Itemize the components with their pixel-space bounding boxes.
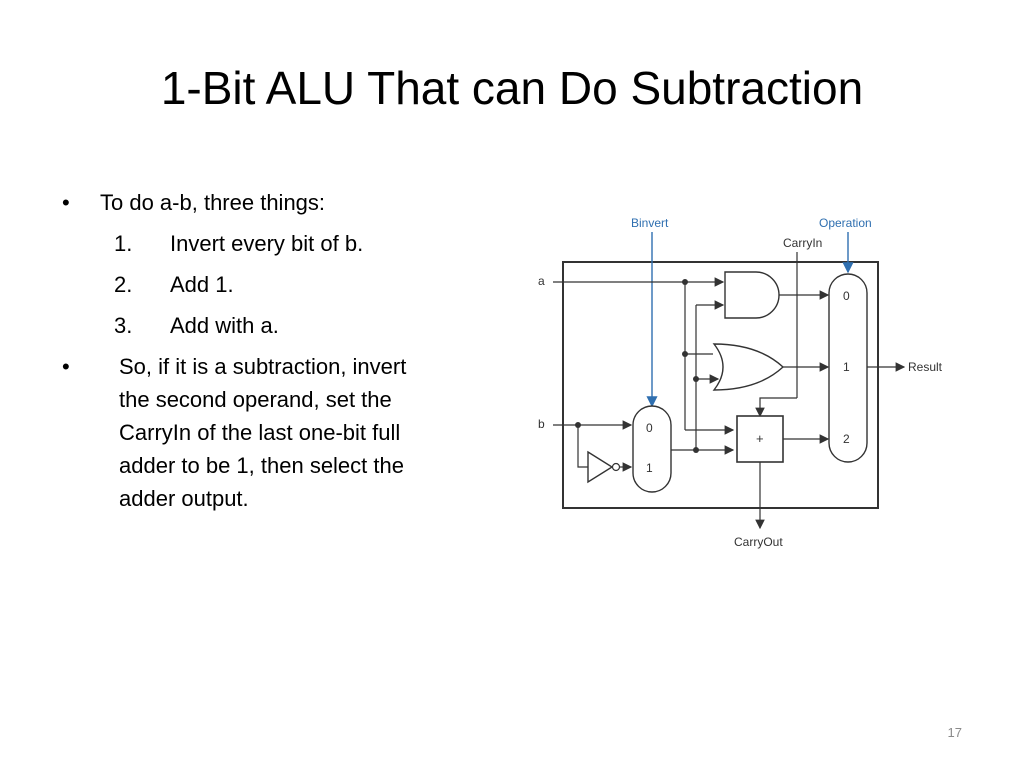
alu-diagram: Binvert Operation CarryIn CarryOut a b R… (528, 210, 958, 555)
operation-mux (828, 273, 868, 463)
operation-label: Operation (819, 216, 872, 230)
slide-title: 1-Bit ALU That can Do Subtraction (160, 62, 864, 114)
bullet-list: • To do a-b, three things: 1. Invert eve… (62, 186, 482, 515)
or-gate (712, 343, 785, 391)
input-a-label: a (538, 274, 545, 288)
carryin-label: CarryIn (783, 236, 822, 250)
alu-enclosure (562, 261, 879, 509)
mux-big-0: 0 (843, 289, 850, 303)
bullet-text: To do a-b, three things: (100, 190, 326, 215)
numbered-item: 2. Add 1. (62, 268, 482, 301)
bullet-item: • So, if it is a subtraction, invert the… (62, 350, 441, 515)
step-number: 3. (114, 313, 133, 338)
binvert-label: Binvert (631, 216, 669, 230)
numbered-item: 1. Invert every bit of b. (62, 227, 482, 260)
step-number: 1. (114, 231, 133, 256)
step-text: Invert every bit of b. (170, 231, 364, 256)
mux-small-0: 0 (646, 421, 653, 435)
carryout-label: CarryOut (734, 535, 783, 549)
step-text: Add with a. (170, 313, 279, 338)
bullet-item: • To do a-b, three things: (62, 186, 482, 219)
alu-circuit-svg: Binvert Operation CarryIn CarryOut a b R… (538, 216, 943, 549)
mux-big-1: 1 (843, 360, 850, 374)
numbered-item: 3. Add with a. (62, 309, 482, 342)
inverter-gate (587, 450, 614, 484)
step-number: 2. (114, 272, 133, 297)
step-text: Add 1. (170, 272, 234, 297)
bullet-dot: • (62, 354, 70, 379)
binvert-mux (632, 405, 672, 493)
result-label: Result (908, 360, 943, 374)
and-gate (724, 271, 780, 319)
adder-symbol: + (756, 431, 764, 446)
mux-small-1: 1 (646, 461, 653, 475)
bullet-text: So, if it is a subtraction, invert the s… (119, 354, 407, 511)
full-adder (736, 415, 784, 463)
input-b-label: b (538, 417, 545, 431)
mux-big-2: 2 (843, 432, 850, 446)
bullet-dot: • (62, 190, 70, 215)
page-number: 17 (947, 725, 962, 740)
